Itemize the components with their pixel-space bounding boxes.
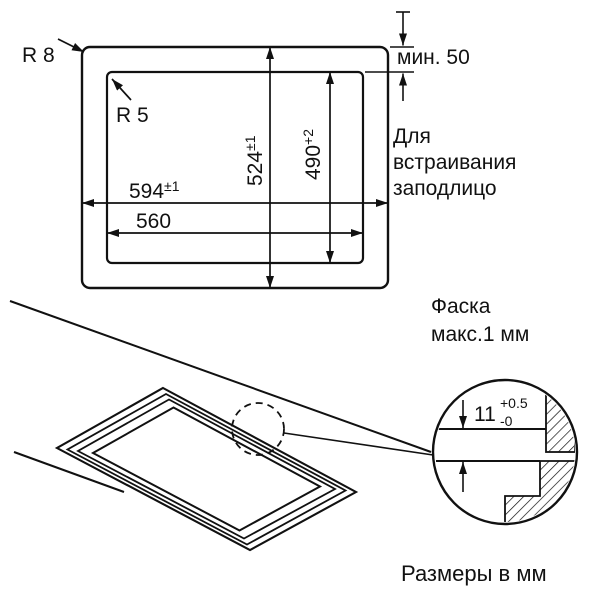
- units-note: Размеры в мм: [401, 561, 547, 586]
- depth-dim: 11+0.5-0: [474, 395, 528, 429]
- radius-inner-leader-arrow: [111, 78, 132, 101]
- cutout-drawing: [57, 11, 414, 290]
- worktop-front-edge-line: [13, 451, 125, 493]
- worktop-perspective: [9, 300, 434, 552]
- detail-callout-circle-dashed: [231, 402, 285, 456]
- cutout-labels: R 8 R 5 мин. 50 594±1 560 524±1 490+2 Дл…: [22, 44, 516, 233]
- flush-note-line1: Для: [393, 125, 431, 148]
- worktop-rear-edge-line: [9, 300, 432, 453]
- inner-cutout-rect: [105, 70, 365, 265]
- chamfer-note-line1: Фаска: [431, 295, 491, 318]
- radius-inner-label: R 5: [116, 104, 149, 127]
- flush-note-line3: заподлицо: [393, 177, 497, 200]
- outer-cutout-rect: [80, 45, 390, 290]
- radius-outer-leader-arrow: [57, 38, 85, 53]
- flush-note-line2: встраивания: [393, 151, 516, 174]
- cutout-opening-rim1: [65, 392, 348, 546]
- detail-section: 11+0.5-0: [431, 378, 579, 526]
- inner-height-dim: 490+2: [300, 129, 325, 180]
- detail-leader-line: [283, 432, 434, 456]
- cutout-opening-hole: [90, 406, 323, 532]
- radius-outer-label: R 8: [22, 44, 55, 67]
- outer-width-dim: 594±1: [129, 178, 180, 203]
- min-clearance-label: мин. 50: [397, 46, 470, 69]
- chamfer-note-line2: макс.1 мм: [431, 323, 529, 346]
- outer-height-dim: 524±1: [242, 135, 267, 186]
- inner-width-dim: 560: [136, 210, 171, 233]
- cutout-opening-rim2: [76, 398, 337, 540]
